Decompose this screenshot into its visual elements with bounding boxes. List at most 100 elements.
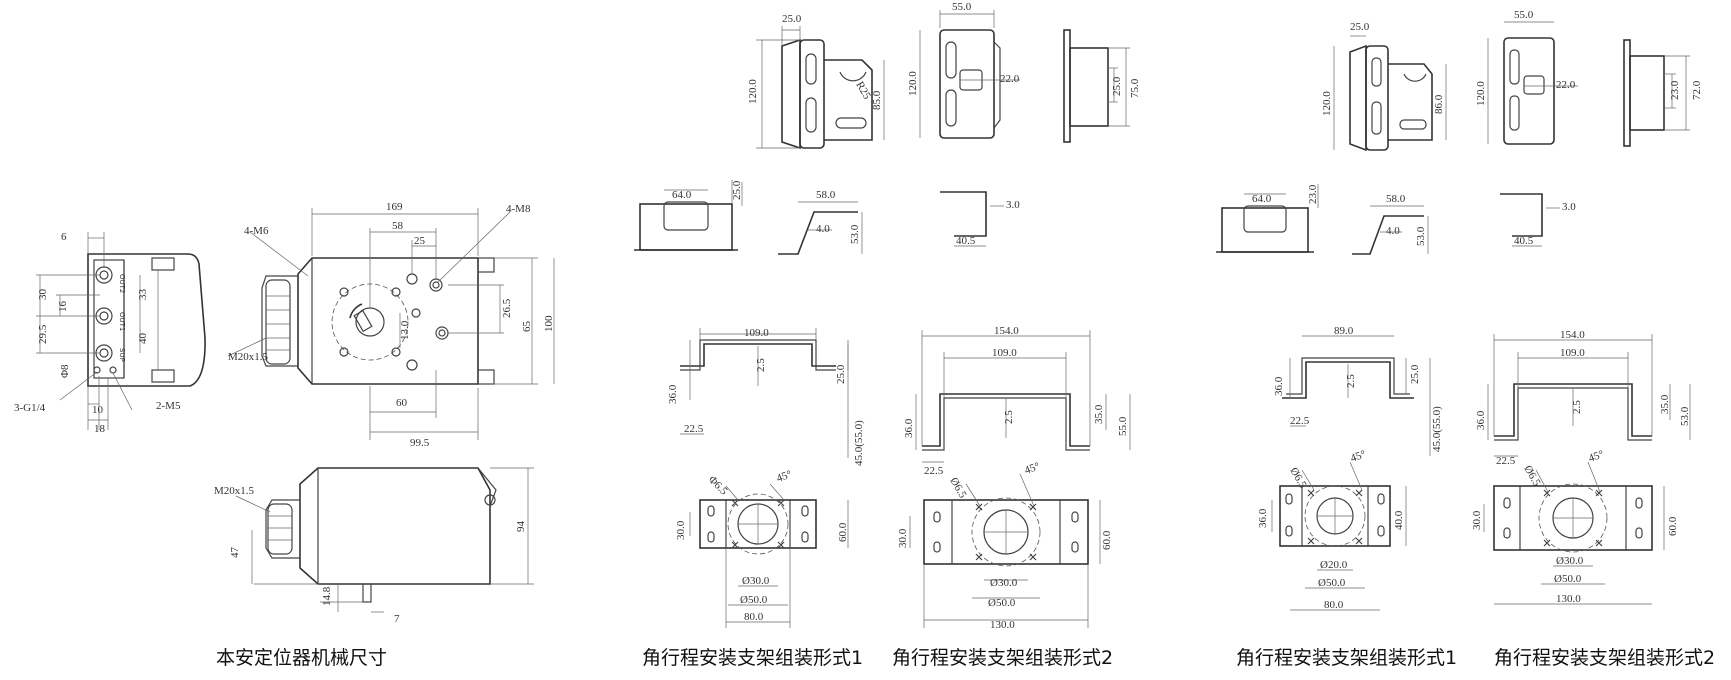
right-form1-profile	[1282, 335, 1431, 456]
dim-label: 36.0	[903, 418, 915, 438]
dim-label: 2.5	[755, 358, 767, 372]
dim-label: 18	[94, 423, 106, 435]
left-form2-plate	[909, 473, 1101, 628]
dim-label: 45°	[775, 468, 794, 485]
dim-label: 2.5	[1571, 400, 1583, 414]
dim-label: Φ6.5	[706, 474, 730, 498]
dim-label: Ø30.0	[1556, 555, 1584, 567]
dim-label: 109.0	[992, 347, 1017, 359]
dim-label: 22.0	[1000, 73, 1020, 85]
dim-label: 85.0	[871, 90, 883, 110]
caption-positioner-dimensions: 本安定位器机械尺寸	[216, 647, 388, 669]
dim-label: 25.0	[1111, 76, 1123, 96]
dim-label: 2.5	[1345, 374, 1357, 388]
dim-label: 80.0	[744, 611, 764, 623]
dim-label: 154.0	[1560, 329, 1585, 341]
left-bracket-3	[1063, 29, 1130, 143]
left-bracket-2	[919, 10, 1020, 139]
dim-label: 60.0	[1667, 516, 1679, 536]
dim-label: 22.5	[924, 465, 944, 477]
right-bracket-2-front	[1352, 205, 1429, 255]
dim-label: 40.0	[1393, 510, 1405, 530]
dim-label: 10	[92, 404, 104, 416]
dim-label: M20x1.5	[228, 351, 269, 363]
left-bracket-2-front	[778, 201, 863, 255]
right-bracket-3	[1623, 39, 1690, 147]
dim-label: 55.0	[952, 1, 972, 13]
dim-label: 22.5	[684, 423, 704, 435]
dim-label: 55.0	[1117, 416, 1129, 436]
dim-label: 94	[515, 521, 527, 533]
dim-label: 120.0	[1321, 91, 1333, 116]
dim-label: 60.0	[837, 522, 849, 542]
positioner-top-view	[227, 208, 555, 440]
left-form1-profile	[680, 328, 849, 458]
dim-label: 53.0	[849, 224, 861, 244]
dim-label: 64.0	[1252, 193, 1272, 205]
dim-label: 99.5	[410, 437, 430, 449]
dim-label: 3.0	[1006, 199, 1020, 211]
dim-label: 2-M5	[156, 400, 181, 412]
dim-label: 60	[396, 397, 408, 409]
caption-left-form2: 角行程安装支架组装形式2	[892, 647, 1114, 669]
dim-label: 72.0	[1691, 80, 1703, 100]
dim-label: Ø50.0	[740, 594, 768, 606]
dim-label: 154.0	[994, 325, 1019, 337]
dim-label: 109.0	[744, 327, 769, 339]
dim-label: 58	[392, 220, 404, 232]
dim-label: 33	[137, 289, 149, 301]
positioner-left-view	[36, 232, 206, 430]
dim-label: 53.0	[1415, 226, 1427, 246]
dim-label: Ø20.0	[1320, 559, 1348, 571]
dim-label: 4.0	[816, 223, 830, 235]
dim-label: Ø50.0	[988, 597, 1016, 609]
dim-label: 25.0	[782, 13, 802, 25]
dim-label: 36.0	[667, 384, 679, 404]
caption-right-form2: 角行程安装支架组装形式2	[1494, 647, 1716, 669]
dim-label: 64.0	[672, 189, 692, 201]
dim-label: 36.0	[1257, 508, 1269, 528]
dim-label: 58.0	[1386, 193, 1406, 205]
dim-label: 120.0	[1475, 81, 1487, 106]
dim-label: 25.0	[731, 180, 743, 200]
dim-label: Φ8	[59, 364, 71, 378]
dim-label: 2.5	[1003, 410, 1015, 424]
dimension-labels: 6 30 16 29.5 33 40 Φ8 3-G1/4 10 18 2-M5 …	[14, 1, 1703, 631]
dim-label: 23.0	[1669, 80, 1681, 100]
dim-label: Ø50.0	[1318, 577, 1346, 589]
dim-label: 169	[386, 201, 403, 213]
dim-label: 58.0	[816, 189, 836, 201]
dim-label: 29.5	[37, 324, 49, 344]
dim-label: 89.0	[1334, 325, 1354, 337]
dim-label: Ø50.0	[1554, 573, 1582, 585]
dim-label: 40.5	[956, 235, 976, 247]
dim-label: 36.0	[1273, 376, 1285, 396]
dim-label: 26.5	[501, 298, 513, 318]
dim-label: 14.8	[321, 586, 333, 606]
dim-label: 53.0	[1679, 406, 1691, 426]
dim-label: Ø6.5	[947, 476, 968, 501]
dim-label: 3.0	[1562, 201, 1576, 213]
dim-label: M20x1.5	[214, 485, 255, 497]
left-bracket-1	[756, 26, 885, 150]
caption-left-form1: 角行程安装支架组装形式1	[642, 647, 864, 669]
dim-label: 100	[543, 315, 555, 332]
dim-label: 35.0	[1093, 404, 1105, 424]
left-bracket-1-front	[634, 180, 743, 251]
dim-label: 3-G1/4	[14, 402, 46, 414]
left-form1-plate	[689, 483, 849, 628]
dim-label: 120.0	[747, 79, 759, 104]
dim-label: 22.0	[1556, 79, 1576, 91]
dim-label: 4.0	[1386, 225, 1400, 237]
right-bracket-2	[1487, 21, 1578, 145]
dim-label: 4-M6	[244, 225, 269, 237]
dim-label: Ø30.0	[990, 577, 1018, 589]
caption-right-form1: 角行程安装支架组装形式1	[1236, 647, 1458, 669]
dim-label: 80.0	[1324, 599, 1344, 611]
left-bracket-3-front	[940, 191, 1004, 247]
dim-label: 22.5	[1290, 415, 1310, 427]
dim-label: 45°	[1349, 448, 1368, 465]
right-bracket-3-front	[1500, 193, 1560, 247]
dim-label: 109.0	[1560, 347, 1585, 359]
